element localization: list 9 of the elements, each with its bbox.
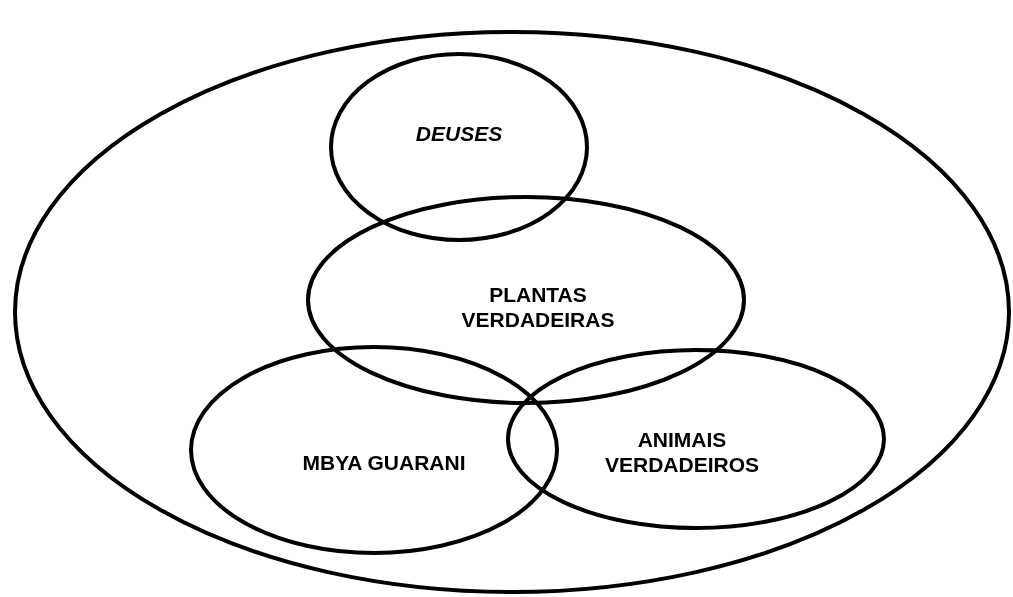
ellipse-label: PLANTAS VERDADEIRAS	[460, 282, 616, 332]
ellipse-label: DEUSES	[414, 120, 504, 146]
venn-ellipse	[13, 30, 1011, 594]
venn-ellipse	[329, 52, 589, 242]
ellipse-label: ANIMAIS VERDADEIROS	[604, 427, 760, 477]
venn-ellipse	[189, 345, 559, 555]
ellipse-label: MBYA GUARANI	[301, 449, 467, 475]
venn-ellipse	[506, 348, 886, 530]
venn-ellipse	[306, 195, 746, 405]
